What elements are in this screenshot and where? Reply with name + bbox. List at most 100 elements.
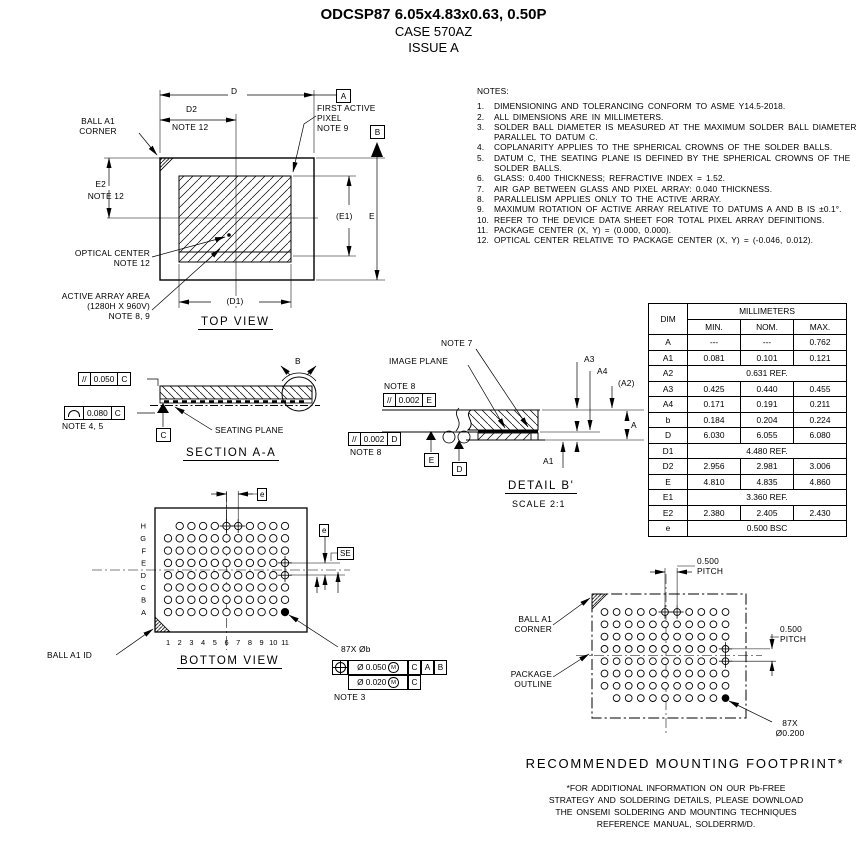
units-header-cell: MILLIMETERS — [687, 303, 847, 320]
ball-a1-id-label: BALL A1 ID — [47, 650, 92, 660]
solder-ball — [624, 694, 633, 702]
nom-header-cell: NOM. — [740, 318, 794, 335]
solder-ball — [600, 632, 609, 641]
solder-ball — [600, 608, 609, 616]
solder-ball — [673, 669, 681, 678]
solder-ball — [210, 571, 219, 580]
solder-ball — [649, 632, 657, 641]
solder-ball — [222, 583, 231, 592]
solder-ball — [636, 694, 645, 702]
solder-ball — [697, 608, 706, 616]
solder-ball — [222, 595, 231, 604]
solder-ball — [163, 583, 173, 592]
solder-ball — [257, 595, 266, 604]
detail-b-scale: SCALE 2:1 — [512, 499, 566, 509]
solder-ball — [649, 645, 657, 653]
solder-ball — [163, 558, 173, 568]
column-label: 3 — [189, 638, 193, 647]
solder-ball — [697, 669, 706, 678]
datum-a-flag: A — [336, 89, 351, 103]
solder-ball — [163, 546, 173, 555]
solder-ball — [187, 607, 196, 617]
solder-ball — [269, 558, 278, 568]
solder-ball — [721, 608, 730, 616]
solder-ball — [661, 632, 669, 641]
solder-ball — [673, 620, 681, 629]
solder-ball — [234, 595, 243, 604]
dim-header-cell: DIM — [648, 303, 688, 335]
solder-ball — [280, 583, 290, 592]
solder-ball — [612, 645, 621, 653]
row-label: F — [141, 546, 146, 555]
solder-ball — [600, 657, 609, 666]
solder-ball — [269, 534, 278, 543]
case-number: CASE 570AZ — [394, 24, 473, 39]
solder-ball — [697, 620, 706, 629]
solder-ball — [175, 546, 184, 555]
footprint-title: RECOMMENDED MOUNTING FOOTPRINT* — [525, 756, 845, 771]
solder-ball — [612, 620, 621, 629]
min-header-cell: MIN. — [687, 318, 741, 335]
column-label: 10 — [269, 638, 277, 647]
row-label: A — [141, 608, 146, 617]
solder-ball — [245, 571, 255, 580]
fp-ball-a1-corner-label: BALL A1 CORNER — [514, 614, 552, 635]
solder-ball — [198, 595, 208, 604]
solder-ball — [257, 558, 266, 568]
solder-ball — [175, 571, 184, 580]
solder-ball — [661, 694, 669, 702]
solder-ball — [661, 645, 669, 653]
column-label: 6 — [224, 638, 228, 647]
note-item: 3.SOLDER BALL DIAMETER IS MEASURED AT TH… — [477, 121, 857, 143]
dim-e-label: E — [369, 211, 375, 221]
solder-ball — [198, 558, 208, 568]
notes-heading: NOTES: — [477, 86, 509, 96]
solder-ball — [649, 620, 657, 629]
max-header-cell: MAX. — [793, 318, 847, 335]
solder-ball — [612, 694, 621, 702]
section-aa-linework — [137, 365, 320, 431]
dim-e1-label: (E1) — [336, 211, 353, 221]
row-label: C — [141, 583, 147, 592]
solder-ball — [163, 595, 173, 604]
note-item: 11.PACKAGE CENTER (X, Y) = (0.000, 0.000… — [477, 224, 672, 235]
solder-ball — [661, 620, 669, 629]
solder-ball — [187, 521, 196, 531]
column-label: 5 — [213, 638, 217, 647]
solder-ball — [198, 607, 208, 617]
solder-ball — [198, 521, 208, 531]
datum-d-flag: D — [452, 462, 467, 476]
solder-ball — [661, 681, 669, 690]
solder-ball — [163, 534, 173, 543]
solder-ball — [257, 534, 266, 543]
column-label: 8 — [248, 638, 252, 647]
column-label: 1 — [166, 638, 170, 647]
solder-ball — [673, 645, 681, 653]
solder-ball — [257, 571, 266, 580]
bottom-view-title: BOTTOM VIEW — [177, 655, 283, 669]
solder-ball — [269, 607, 278, 617]
solder-ball — [673, 657, 681, 666]
soldering-footnote: *FOR ADDITIONAL INFORMATION ON OUR Pb-FR… — [548, 783, 804, 829]
row-label: D — [141, 571, 146, 580]
solder-ball — [210, 521, 219, 531]
solder-ball — [222, 546, 231, 555]
note-item: 5.DATUM C, THE SEATING PLANE IS DEFINED … — [477, 152, 851, 174]
optical-center-label: OPTICAL CENTER NOTE 12 — [74, 248, 150, 269]
solder-ball — [685, 657, 694, 666]
fp-package-outline-label: PACKAGE OUTLINE — [510, 669, 552, 690]
column-label: 2 — [178, 638, 182, 647]
row-label: E — [141, 559, 146, 568]
